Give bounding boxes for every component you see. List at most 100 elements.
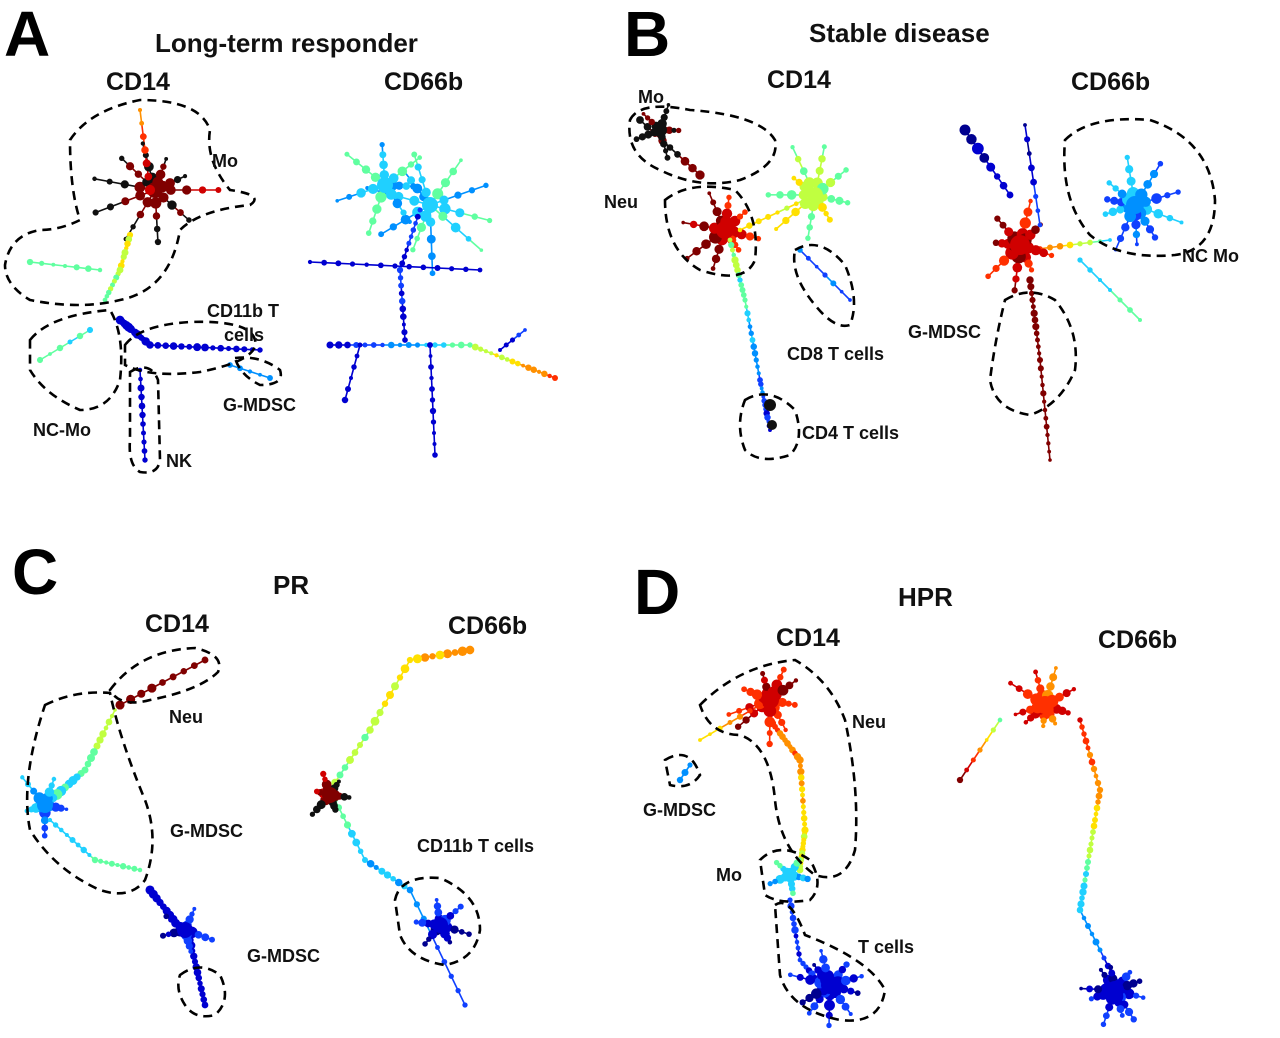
tree-node xyxy=(209,936,216,943)
tree-node xyxy=(131,865,138,872)
tree-node xyxy=(352,838,361,847)
tree-node xyxy=(190,952,198,960)
tree-node xyxy=(1031,316,1039,324)
population-gate xyxy=(1063,117,1217,258)
tree-node xyxy=(410,183,417,190)
tree-node xyxy=(106,289,112,296)
tree-node xyxy=(364,262,369,267)
tree-node xyxy=(336,779,341,784)
tree-node xyxy=(1058,706,1067,716)
tree-node xyxy=(1086,846,1094,854)
tree-node xyxy=(454,191,462,199)
tree-node xyxy=(199,991,206,998)
tree-node xyxy=(1153,208,1164,219)
tree-node xyxy=(801,809,807,816)
tree-node xyxy=(1093,804,1101,812)
tree-node xyxy=(164,156,169,161)
tree-node xyxy=(153,225,161,233)
tree-node xyxy=(102,297,108,303)
tree-node xyxy=(321,779,332,790)
tree-node xyxy=(1033,669,1039,675)
tree-node xyxy=(396,674,404,681)
label-b-cd8-t-cells: CD8 T cells xyxy=(787,344,885,364)
label-a-cells: cells xyxy=(224,325,265,345)
tree-node xyxy=(821,963,830,973)
gates-layer xyxy=(3,98,1217,1022)
tree-node xyxy=(984,738,989,742)
tree-node xyxy=(780,666,787,673)
tree-node xyxy=(326,341,334,349)
tree-node xyxy=(197,980,203,987)
tree-node xyxy=(434,264,441,272)
tree-node xyxy=(267,375,273,381)
tree-node xyxy=(1104,196,1111,203)
population-gate xyxy=(773,901,887,1022)
tree-node xyxy=(1042,407,1048,413)
tree-node xyxy=(834,172,842,180)
tree-node xyxy=(168,916,174,923)
tree-node xyxy=(760,671,766,677)
tree-node xyxy=(86,753,96,763)
tree-node xyxy=(432,342,438,348)
tree-node xyxy=(86,326,94,334)
tree-node xyxy=(1095,799,1101,805)
tree-node xyxy=(420,264,427,271)
tree-node xyxy=(52,822,59,828)
tree-node xyxy=(633,136,640,143)
tree-node xyxy=(56,344,64,352)
tree-node xyxy=(135,190,146,201)
tree-node xyxy=(410,227,417,233)
tree-node xyxy=(48,352,52,356)
tree-node xyxy=(335,260,342,267)
tree-node xyxy=(847,987,855,995)
tree-node xyxy=(1028,290,1035,297)
population-gate xyxy=(128,366,162,474)
tree-node xyxy=(710,266,716,271)
tree-node xyxy=(90,748,98,756)
tree-edge xyxy=(467,238,482,251)
tree-node xyxy=(797,768,805,776)
tree-node xyxy=(1098,967,1103,972)
tree-node xyxy=(457,341,465,349)
tree-node xyxy=(671,127,677,133)
tree-node xyxy=(457,646,468,656)
tree-node xyxy=(1090,822,1098,830)
tree-node xyxy=(727,237,733,243)
tree-node xyxy=(1039,374,1044,379)
tree-node xyxy=(494,353,499,358)
tree-node xyxy=(674,150,681,158)
tree-node xyxy=(321,259,328,266)
tree-node xyxy=(817,202,827,212)
tree-node xyxy=(1140,995,1146,1000)
tree-node xyxy=(810,1002,819,1011)
tree-node xyxy=(1088,841,1094,847)
population-gate xyxy=(3,98,256,307)
tree-node xyxy=(791,921,797,927)
tree-node xyxy=(404,247,409,253)
tree-node xyxy=(177,209,184,216)
tree-node xyxy=(822,272,828,278)
tree-node xyxy=(434,898,439,902)
tree-node xyxy=(1133,992,1140,999)
tree-node xyxy=(800,804,806,810)
tree-node xyxy=(793,678,799,683)
tree-node xyxy=(146,341,154,349)
tree-node xyxy=(356,741,364,749)
tree-node xyxy=(1015,685,1023,693)
panel-letter-d: D xyxy=(634,556,681,628)
tree-node xyxy=(688,163,697,173)
tree-node xyxy=(755,364,760,369)
tree-node xyxy=(806,1010,812,1016)
tree-node xyxy=(429,653,436,660)
tree-node xyxy=(85,265,92,272)
tree-node xyxy=(749,337,756,343)
tree-node xyxy=(478,346,484,352)
tree-node xyxy=(413,901,421,908)
tree-node xyxy=(790,145,795,150)
tree-node xyxy=(186,343,193,350)
tree-node xyxy=(663,148,669,154)
marker-title-c-cd66b: CD66b xyxy=(448,612,528,640)
population-gate xyxy=(393,876,482,967)
tree-node xyxy=(1136,978,1143,984)
tree-node xyxy=(1011,287,1018,294)
